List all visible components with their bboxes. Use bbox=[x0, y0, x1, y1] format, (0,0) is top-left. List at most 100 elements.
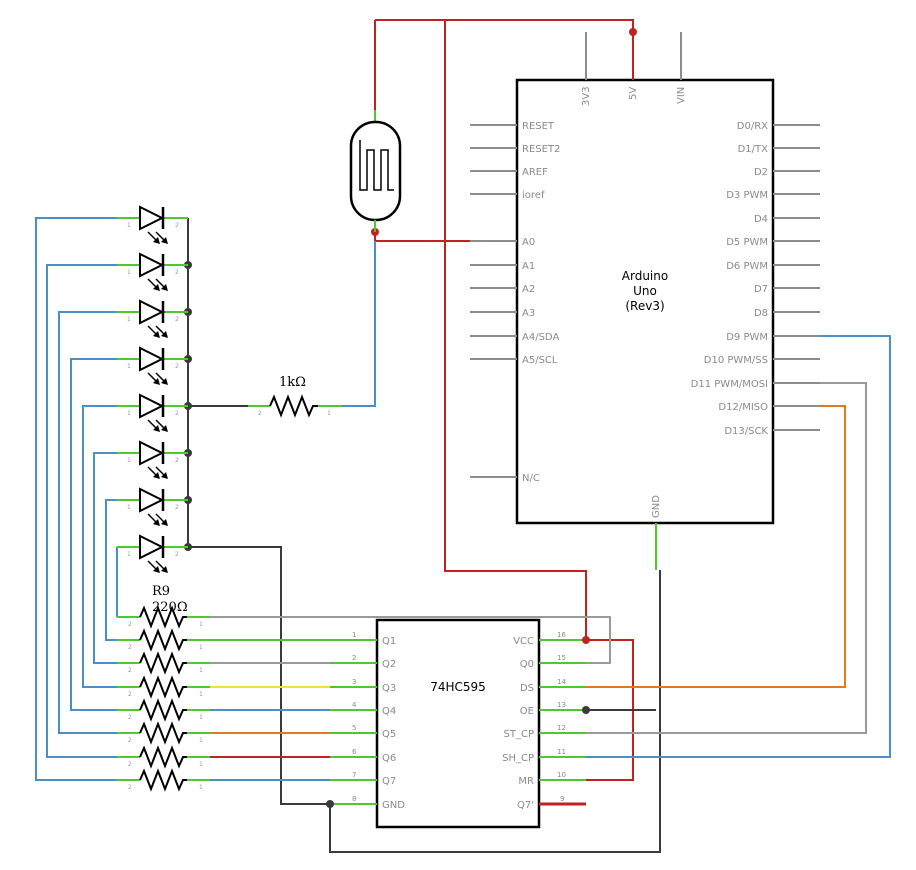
sr-pin-gnd-label: GND bbox=[382, 800, 405, 811]
arduino-right-pins: D0/RX D1/TX D2 D3 PWM D4 D5 PWM D6 PWM D… bbox=[691, 121, 820, 437]
sr-pin-oe-label: OE bbox=[520, 706, 534, 717]
pin-a0-label: A0 bbox=[522, 237, 535, 248]
sr-pin-4-num: 4 bbox=[352, 701, 357, 709]
sr-pin-2-num: 2 bbox=[352, 654, 356, 662]
pin-d12-label: D12/MISO bbox=[718, 402, 768, 413]
sr-pin-7-num: 7 bbox=[352, 771, 356, 779]
led-pin-anode: 1 bbox=[127, 410, 131, 417]
arduino-model: Uno bbox=[633, 284, 657, 298]
sr-pin-6-num: 6 bbox=[352, 748, 357, 756]
pin-d1-label: D1/TX bbox=[738, 144, 769, 155]
pin-d5-label: D5 PWM bbox=[726, 237, 768, 248]
resistor-pin-a: 2 bbox=[128, 784, 132, 791]
resistor-pin-b: 1 bbox=[199, 667, 203, 674]
led-pin-anode: 1 bbox=[127, 457, 131, 464]
wire-5v-drop bbox=[444, 20, 587, 640]
sr-pin-5-num: 5 bbox=[352, 724, 356, 732]
led-pin-cathode: 2 bbox=[175, 504, 179, 511]
led-pin-cathode: 2 bbox=[175, 316, 179, 323]
resistor-1k: 1kΩ 2 1 bbox=[258, 375, 331, 418]
sr-pin-10-num: 10 bbox=[557, 771, 566, 779]
resistor-pin-a: 2 bbox=[128, 621, 132, 628]
pin-3v3-label: 3V3 bbox=[581, 86, 592, 106]
pin-a2-label: A2 bbox=[522, 284, 535, 295]
resistor-pin-a: 2 bbox=[128, 691, 132, 698]
led-pin-anode: 1 bbox=[127, 269, 131, 276]
wire-bus-to-gnd bbox=[188, 546, 330, 805]
pin-d3-label: D3 PWM bbox=[726, 190, 768, 201]
photoresistor bbox=[349, 110, 402, 232]
pin-gnd-label: GND bbox=[651, 495, 662, 518]
sr-pin-q0-label: Q0 bbox=[520, 659, 534, 670]
resistor-pin-b: 1 bbox=[199, 784, 203, 791]
pin-d0-label: D0/RX bbox=[737, 121, 768, 132]
sr-pin-shcp-label: SH_CP bbox=[502, 753, 534, 764]
arduino-left-pins: RESET RESET2 AREF ioref A0 A1 A2 A3 A4/S… bbox=[470, 121, 560, 484]
sr-pin-q7s-label: Q7' bbox=[517, 800, 534, 811]
shift-register-74hc595: 74HC595 1 2 3 4 5 6 7 8 Q1 Q2 Q3 Q4 Q5 Q… bbox=[330, 618, 586, 829]
wire-led1 bbox=[35, 217, 117, 781]
wires bbox=[35, 19, 891, 853]
pin-vin-label: VIN bbox=[676, 87, 687, 104]
sr-pin-3-num: 3 bbox=[352, 678, 356, 686]
resistor-pin-b: 1 bbox=[199, 761, 203, 768]
resistor-pin-a: 2 bbox=[128, 714, 132, 721]
pin-5v-label: 5V bbox=[628, 87, 639, 100]
sr-pin-11-num: 11 bbox=[557, 748, 566, 756]
pin-reset-label: RESET bbox=[522, 121, 555, 132]
arduino-body bbox=[515, 78, 775, 525]
resistor-pin-b: 1 bbox=[199, 644, 203, 651]
wire-led7 bbox=[105, 499, 117, 641]
wire-d11-stcp bbox=[586, 382, 867, 734]
sr-pin-stcp-label: ST_CP bbox=[504, 729, 534, 740]
led-pin-cathode: 2 bbox=[175, 363, 179, 370]
pin-reset2-label: RESET2 bbox=[522, 144, 560, 155]
resistor-bank-ref: R9 bbox=[152, 584, 170, 599]
pin-a5-label: A5/SCL bbox=[522, 355, 558, 366]
shift-register-left-pins: 1 2 3 4 5 6 7 8 Q1 Q2 Q3 Q4 Q5 Q6 Q7 GND bbox=[330, 631, 405, 811]
resistor-pin-a: 2 bbox=[128, 644, 132, 651]
pin-nc-label: N/C bbox=[522, 473, 540, 484]
sr-pin-12-num: 12 bbox=[557, 724, 566, 732]
arduino-rev: (Rev3) bbox=[625, 299, 664, 313]
pin-a4-label: A4/SDA bbox=[522, 332, 559, 343]
resistor-1k-pin-b: 1 bbox=[327, 410, 331, 417]
led-pin-cathode: 2 bbox=[175, 410, 179, 417]
pin-a3-label: A3 bbox=[522, 308, 535, 319]
resistor-pin-b: 1 bbox=[199, 714, 203, 721]
wire-d12-ds bbox=[586, 405, 846, 688]
resistor-pin-b: 1 bbox=[199, 621, 203, 628]
pin-d11-label: D11 PWM/MOSI bbox=[691, 379, 768, 390]
resistor-1k-pin-a: 2 bbox=[258, 410, 262, 417]
wire-a0 bbox=[374, 232, 470, 242]
sr-pin-1-num: 1 bbox=[352, 631, 356, 639]
pin-d7-label: D7 bbox=[754, 284, 768, 295]
led-pin-anode: 1 bbox=[127, 504, 131, 511]
wire-led3 bbox=[58, 311, 117, 734]
pin-d4-label: D4 bbox=[754, 214, 768, 225]
wire-q0 bbox=[210, 616, 611, 664]
sr-pin-16-num: 16 bbox=[557, 631, 566, 639]
resistor-pin-a: 2 bbox=[128, 737, 132, 744]
wire-ldr-1k bbox=[342, 241, 376, 407]
wire-5v bbox=[375, 19, 634, 80]
sr-pin-13-num: 13 bbox=[557, 701, 566, 709]
sr-pin-q5-label: Q5 bbox=[382, 729, 396, 740]
sr-pin-vcc-label: VCC bbox=[513, 636, 534, 647]
resistor-1k-label: 1kΩ bbox=[279, 375, 306, 390]
pin-d2-label: D2 bbox=[754, 167, 768, 178]
resistor-pin-b: 1 bbox=[199, 737, 203, 744]
arduino-name: Arduino bbox=[622, 269, 668, 283]
sr-pin-q6-label: Q6 bbox=[382, 753, 396, 764]
pin-ioref-label: ioref bbox=[522, 190, 545, 201]
